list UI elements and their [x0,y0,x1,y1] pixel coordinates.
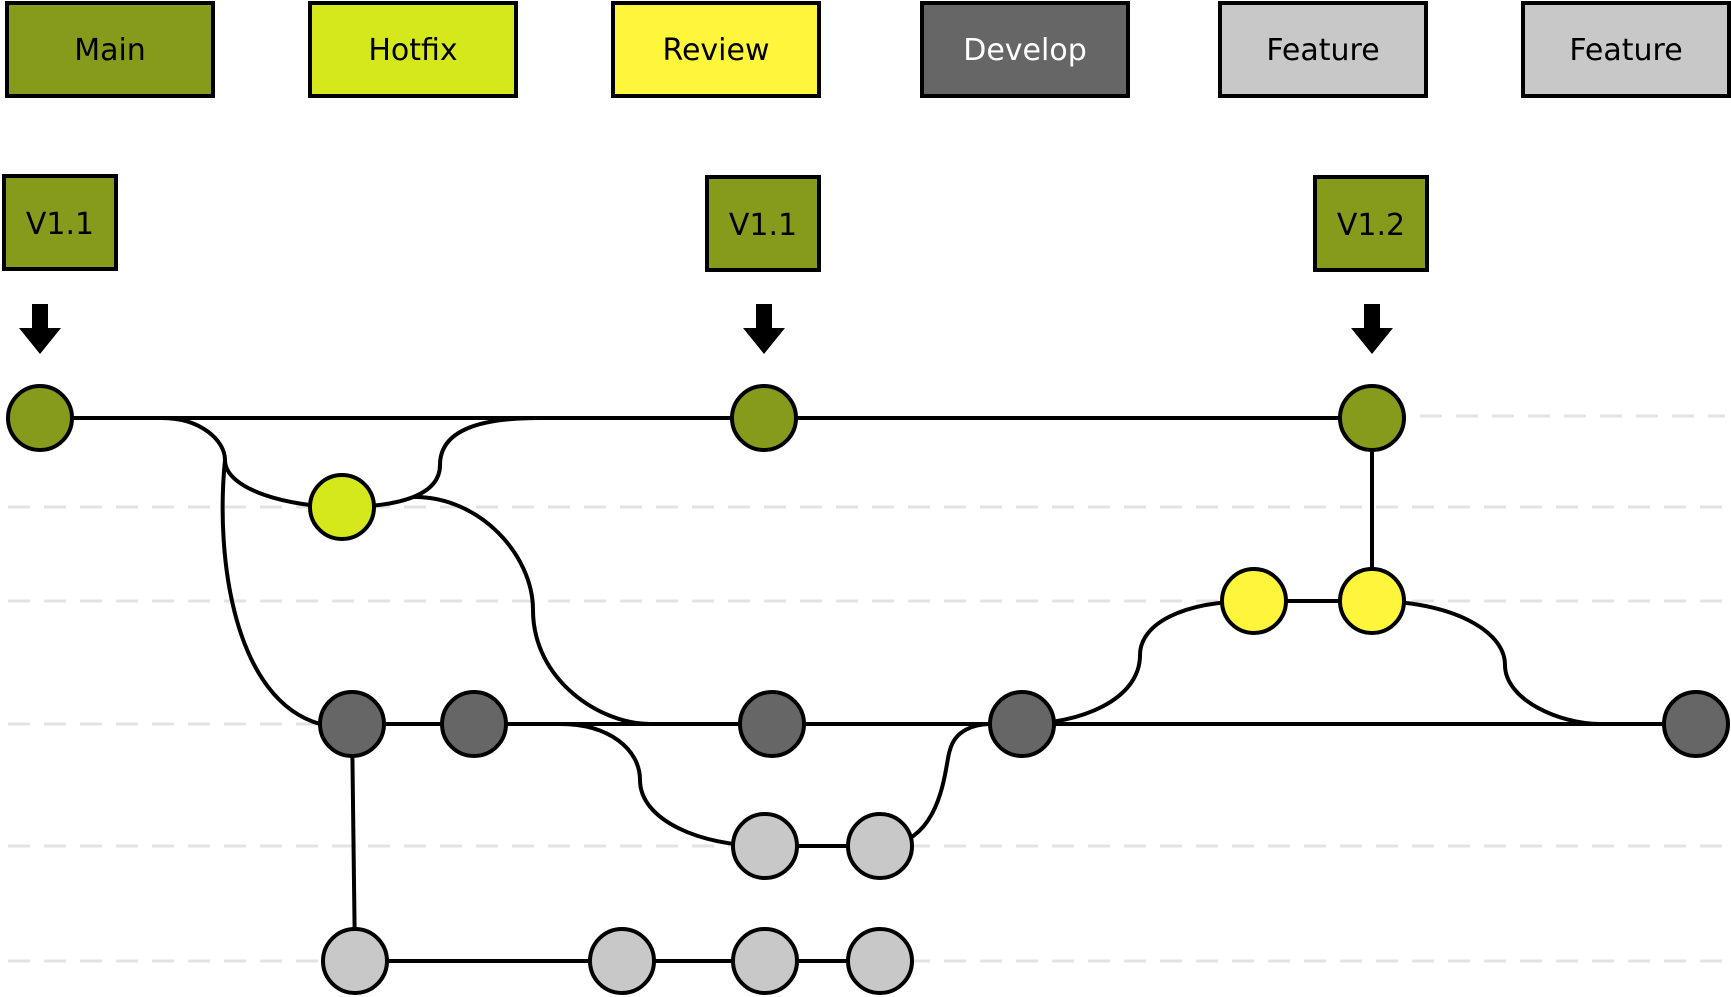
commit-node[interactable] [731,812,799,880]
version-tag-2-box [705,175,821,272]
legend-hotfix-box [308,1,518,98]
arrow-down-icon [1351,304,1393,354]
commit-node[interactable] [6,384,74,452]
legend-main-label: Main [74,33,146,68]
feature-1-to-develop [878,722,992,848]
version-tag-3: V1.2 [1313,175,1429,272]
legend-feature-1-label: Feature [1266,33,1379,68]
develop-to-feature-1 [558,722,767,848]
commits [6,384,1730,995]
version-tag-2-label: V1.1 [729,208,797,243]
commit-node[interactable] [731,927,799,995]
legend-hotfix: Hotfix [308,1,518,98]
legend-develop-label: Develop [963,33,1087,68]
version-tag-3-box [1313,175,1429,272]
version-tag-1: V1.1 [2,174,118,271]
commit-node[interactable] [440,690,508,758]
branch-legend: Main Hotfix Review Develop Feature Featu… [5,1,1731,98]
branch-connectors [38,416,1698,963]
arrow-down-icon [743,304,785,354]
legend-review-label: Review [662,33,769,68]
legend-feature-1-box [1218,1,1428,98]
develop-to-review [1020,599,1256,726]
commit-node[interactable] [1338,384,1406,452]
commit-node[interactable] [988,690,1056,758]
lane-guides [8,414,1725,963]
version-tag-2: V1.1 [705,175,821,272]
version-tag-3-label: V1.2 [1337,208,1405,243]
commit-node[interactable] [738,690,806,758]
main-to-develop [220,458,322,726]
commit-node[interactable] [308,473,376,541]
legend-main-box [5,1,215,98]
develop-to-feature-2 [350,722,357,963]
legend-main: Main [5,1,215,98]
legend-feature-2-box [1521,1,1731,98]
commit-node[interactable] [321,927,389,995]
commit-node[interactable] [846,812,914,880]
legend-develop-box [920,1,1130,98]
hotfix-to-main [340,416,542,509]
commit-node[interactable] [1662,690,1730,758]
legend-hotfix-label: Hotfix [368,33,457,68]
legend-develop: Develop [920,1,1130,98]
legend-feature-2-label: Feature [1569,33,1682,68]
commit-node[interactable] [318,690,386,758]
legend-feature-1: Feature [1218,1,1428,98]
legend-review: Review [611,1,821,98]
version-tag-1-box [2,174,118,271]
hotfix-to-develop [413,495,652,726]
version-arrows [19,304,1393,354]
commit-node[interactable] [1220,567,1288,635]
commit-node[interactable] [588,927,656,995]
arrow-down-icon [19,304,61,354]
commit-node[interactable] [846,927,914,995]
version-tag-1-label: V1.1 [26,207,94,242]
legend-review-box [611,1,821,98]
commit-node[interactable] [730,384,798,452]
commit-node[interactable] [1338,567,1406,635]
version-tags: V1.1 V1.1 V1.2 [2,174,1429,272]
legend-feature-2: Feature [1521,1,1731,98]
review-to-develop [1370,599,1602,726]
